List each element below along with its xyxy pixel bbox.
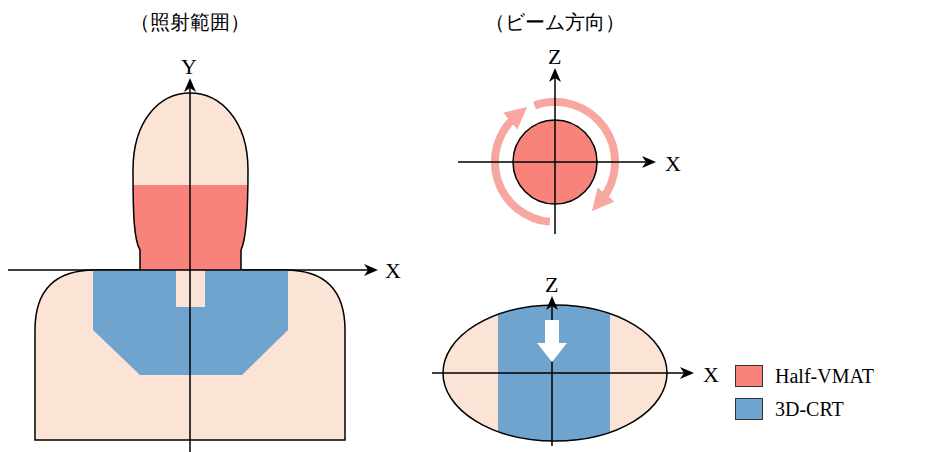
axis-label: Z — [545, 273, 558, 297]
x-axis — [8, 269, 376, 271]
y-axis — [189, 80, 191, 452]
axis-label: X — [385, 259, 401, 283]
panel-title: （照射範囲） — [130, 11, 250, 33]
axis-label: Z — [548, 45, 561, 69]
legend-swatch — [735, 365, 763, 387]
axis-label: X — [665, 152, 681, 176]
rotation-arc — [535, 102, 616, 201]
z-axis — [554, 70, 556, 234]
legend-text: 3D-CRT — [775, 398, 844, 420]
x-axis — [432, 372, 692, 374]
axis-label: Y — [181, 55, 197, 79]
rotation-arc — [495, 116, 550, 222]
legend-swatch — [735, 398, 763, 420]
beam-arrow — [537, 320, 567, 362]
panel-title: （ビーム方向） — [485, 11, 625, 33]
3d-crt-band — [498, 300, 610, 450]
x-axis — [458, 161, 654, 163]
axis-label: X — [703, 363, 719, 387]
legend-text: Half-VMAT — [775, 365, 874, 387]
